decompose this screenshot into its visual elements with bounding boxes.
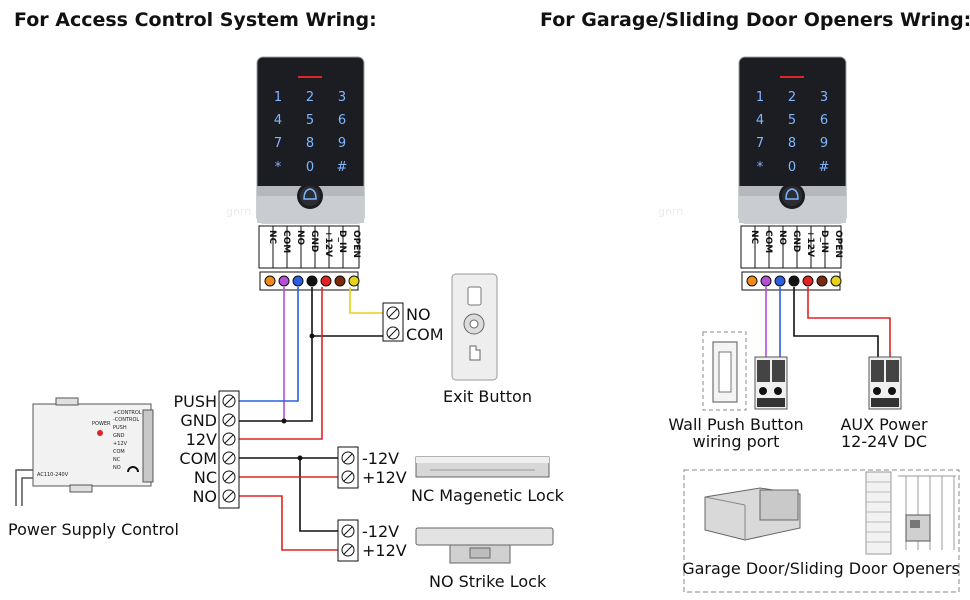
key-0: 0 xyxy=(306,160,314,175)
key-6: 6 xyxy=(338,113,346,128)
power-led xyxy=(97,430,103,436)
pin-no: NO xyxy=(295,230,305,246)
psu-nc-label: NC xyxy=(194,468,217,487)
knob-icon xyxy=(127,466,139,473)
pin-label-block-right: NC COM NO GND +12V D_IN OPEN xyxy=(740,225,843,269)
no-strike-lock-device: NO Strike Lock xyxy=(415,527,554,591)
psu-panel-label: NC xyxy=(113,457,121,463)
garage-label: Garage Door/Sliding Door Openers xyxy=(682,559,960,578)
key-7: 7 xyxy=(274,136,282,151)
pin-gnd: GND xyxy=(791,230,801,252)
exit-com-label: COM xyxy=(406,325,444,344)
pin-com: COM xyxy=(763,230,773,253)
bell-icon xyxy=(785,188,799,200)
psu-12v-label: 12V xyxy=(186,430,217,449)
no-lock-label: NO Strike Lock xyxy=(429,572,547,591)
key-2: 2 xyxy=(788,90,796,105)
psu-panel-label: -CONTROL xyxy=(113,417,139,423)
key-2: 2 xyxy=(306,90,314,105)
nc-lock-terminals: -12V +12V xyxy=(337,446,407,489)
key-5: 5 xyxy=(306,113,314,128)
psu-terminal-block: PUSH GND 12V COM NC NO xyxy=(173,390,240,509)
pin-12v: +12V xyxy=(805,230,815,257)
pin-com: COM xyxy=(281,230,291,253)
pin-nc: NC xyxy=(749,230,759,245)
psu-no-label: NO xyxy=(192,487,217,506)
pin-open: OPEN xyxy=(351,230,361,258)
keypad-left: 1 2 3 4 5 6 7 8 9 * 0 # gnrn xyxy=(226,56,365,224)
pin-no: NO xyxy=(777,230,787,246)
key-5: 5 xyxy=(788,113,796,128)
power-supply-device: POWER AC110-240V +CONTROL -CONTROL PUSH … xyxy=(8,397,179,539)
psu-panel-label: +12V xyxy=(113,441,128,447)
no-lock-terminals: -12V +12V xyxy=(337,519,407,562)
pin-gnd: GND xyxy=(309,230,319,252)
psu-push-label: PUSH xyxy=(173,392,217,411)
right-title: For Garage/Sliding Door Openers Wring: xyxy=(540,9,970,31)
watermark-right: gnrn xyxy=(658,205,683,218)
psu-panel-label: COM xyxy=(113,449,125,455)
wires-left xyxy=(238,287,384,551)
key-8: 8 xyxy=(788,136,796,151)
pin-d-in: D_IN xyxy=(819,230,829,253)
key-6: 6 xyxy=(820,113,828,128)
nc-lock-label: NC Magenetic Lock xyxy=(411,486,565,505)
psu-panel-label: +CONTROL xyxy=(113,410,142,416)
key-9: 9 xyxy=(338,136,346,151)
nc-magnetic-lock-device: NC Magenetic Lock xyxy=(411,456,565,505)
key-4: 4 xyxy=(756,113,764,128)
key-8: 8 xyxy=(306,136,314,151)
key-1: 1 xyxy=(274,90,282,105)
wall-push-button-device: Wall Push Button wiring port xyxy=(668,331,804,451)
wall-push-label-1: Wall Push Button xyxy=(668,415,803,434)
psu-power-text: POWER xyxy=(92,421,111,427)
no-lock-pos-label: +12V xyxy=(362,541,407,560)
key-7: 7 xyxy=(756,136,764,151)
psu-voltage-text: AC110-240V xyxy=(37,472,69,478)
key-1: 1 xyxy=(756,90,764,105)
bell-icon xyxy=(303,188,317,200)
pin-d-in: D_IN xyxy=(337,230,347,253)
left-title: For Access Control System Wring: xyxy=(14,9,377,31)
wires-right xyxy=(765,287,891,357)
key-hash: # xyxy=(819,160,830,175)
wall-push-label-2: wiring port xyxy=(693,432,780,451)
pin-open: OPEN xyxy=(833,230,843,258)
psu-panel-label: GND xyxy=(113,433,125,439)
psu-panel-label: PUSH xyxy=(113,425,127,431)
door-icon xyxy=(467,286,482,306)
psu-com-label: COM xyxy=(179,449,217,468)
key-0: 0 xyxy=(788,160,796,175)
exit-no-label: NO xyxy=(406,305,431,324)
terminal-strip-left xyxy=(259,271,360,291)
no-lock-neg-label: -12V xyxy=(362,522,399,541)
psu-gnd-label: GND xyxy=(180,411,217,430)
hand-icon xyxy=(469,345,481,361)
pin-nc: NC xyxy=(267,230,277,245)
exit-button-label: Exit Button xyxy=(443,387,532,406)
aux-power-label-2: 12-24V DC xyxy=(841,432,927,451)
exit-button-device: NO COM Exit Button xyxy=(382,273,532,406)
psu-panel-label: NO xyxy=(113,465,121,471)
key-4: 4 xyxy=(274,113,282,128)
key-star: * xyxy=(275,160,282,175)
terminal-strip-right xyxy=(741,271,842,291)
key-star: * xyxy=(757,160,764,175)
key-hash: # xyxy=(337,160,348,175)
pin-12v: +12V xyxy=(323,230,333,257)
key-3: 3 xyxy=(338,90,346,105)
aux-power-label-1: AUX Power xyxy=(840,415,928,434)
watermark-left: gnrn xyxy=(226,205,251,218)
key-9: 9 xyxy=(820,136,828,151)
key-3: 3 xyxy=(820,90,828,105)
nc-lock-pos-label: +12V xyxy=(362,468,407,487)
aux-power-device: AUX Power 12-24V DC xyxy=(840,356,928,451)
garage-openers-box: Garage Door/Sliding Door Openers xyxy=(682,469,960,593)
pin-label-block-left: NC COM NO GND +12V D_IN OPEN xyxy=(258,225,361,269)
keypad-right: 1 2 3 4 5 6 7 8 9 * 0 # gnrn xyxy=(658,56,847,224)
nc-lock-neg-label: -12V xyxy=(362,449,399,468)
power-supply-label: Power Supply Control xyxy=(8,520,179,539)
